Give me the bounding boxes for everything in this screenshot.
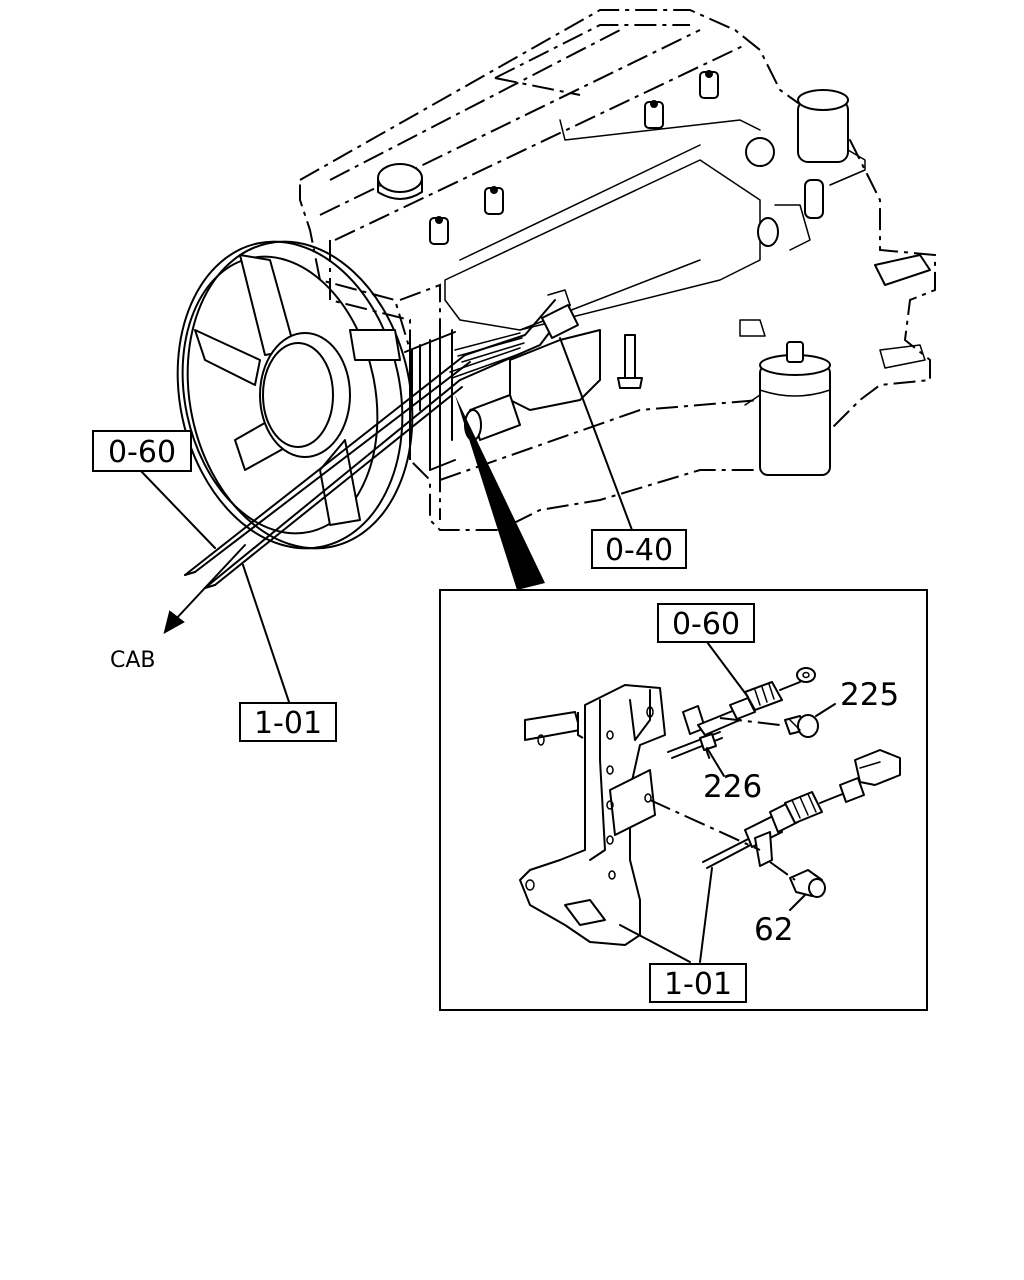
svg-text:0-60: 0-60 — [672, 607, 740, 642]
detail-bracket — [519, 684, 666, 946]
callout-cable-main: 1-01 — [239, 564, 337, 742]
engine-outline — [299, 9, 936, 531]
svg-text:1-01: 1-01 — [254, 706, 322, 741]
cab-direction-arrow — [163, 544, 246, 634]
detail-lower-cable — [649, 749, 901, 898]
callout-hose-main: 0-60 — [92, 430, 216, 549]
part-number-62: 62 — [754, 912, 793, 948]
engine-illustration — [176, 9, 936, 589]
oil-filler-cap — [377, 163, 423, 193]
svg-text:0-60: 0-60 — [108, 435, 176, 470]
injection-pump — [509, 329, 601, 411]
lifting-lug — [874, 254, 931, 286]
detail-upper-cable — [667, 667, 819, 761]
part-number-225: 225 — [840, 677, 899, 713]
callout-bracket: 0-40 — [559, 337, 687, 569]
fuel-filter — [759, 341, 831, 476]
manifold — [444, 159, 761, 331]
cab-label: CAB — [110, 648, 156, 673]
callout-hose-detail: 0-60 — [657, 603, 755, 643]
detail-view: 0-60 1-01 225 226 62 — [439, 589, 928, 1011]
svg-text:0-40: 0-40 — [605, 533, 673, 568]
throttle-cables — [184, 299, 571, 589]
detail-zoom-pointer — [455, 395, 545, 590]
fan-assembly — [176, 240, 414, 550]
svg-text:1-01: 1-01 — [664, 967, 732, 1002]
part-number-226: 226 — [703, 769, 762, 805]
injector-bosses — [429, 70, 719, 245]
callout-cable-detail: 1-01 — [649, 963, 747, 1003]
